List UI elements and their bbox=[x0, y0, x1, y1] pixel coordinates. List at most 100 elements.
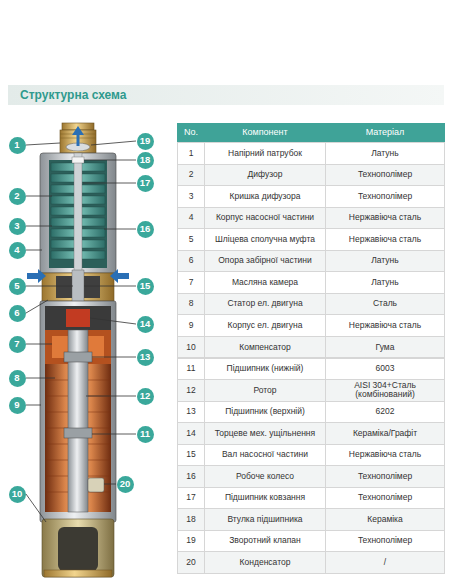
callout-circle: 14 bbox=[137, 316, 154, 333]
table-text: 19 bbox=[186, 536, 195, 545]
callout-number: 15 bbox=[140, 281, 151, 291]
table-cell: 8 bbox=[177, 293, 205, 316]
callout-circle: 10 bbox=[9, 486, 26, 503]
callout-circle: 12 bbox=[137, 388, 154, 405]
table-cell: Компенсатор bbox=[204, 336, 326, 359]
callout-number: 4 bbox=[14, 245, 19, 255]
table-cell: Нержавіюча сталь bbox=[325, 444, 445, 467]
table-text: 5 bbox=[189, 235, 194, 244]
table-cell: Торцеве мех. ущільнення bbox=[204, 422, 326, 445]
table-cell: Латунь bbox=[325, 142, 445, 165]
callout-number: 12 bbox=[140, 391, 151, 401]
table-text: Ротор bbox=[253, 386, 276, 395]
table-cell: 16 bbox=[177, 465, 205, 488]
table-cell: 9 bbox=[177, 314, 205, 337]
callout-number: 8 bbox=[14, 373, 19, 383]
table-cell: Статор ел. двигуна bbox=[204, 293, 326, 316]
table-text: 4 bbox=[189, 213, 194, 222]
table-text: Зворотний клапан bbox=[229, 536, 301, 545]
table-text: Латунь bbox=[371, 149, 398, 158]
title-band: Структурна схема bbox=[8, 85, 444, 105]
table-text: Технополімер bbox=[358, 192, 412, 201]
callout-circle: 4 bbox=[9, 242, 26, 259]
table-cell: 12 bbox=[177, 379, 205, 402]
table-text: 7 bbox=[189, 278, 194, 287]
table-cell: / bbox=[325, 551, 445, 574]
callout-circle: 9 bbox=[9, 397, 26, 414]
table-cell: Дифузор bbox=[204, 164, 326, 187]
table-cell: Технополімер bbox=[325, 465, 445, 488]
callout-circle: 1 bbox=[9, 137, 26, 154]
table-text: 3 bbox=[189, 192, 194, 201]
table-cell: Латунь bbox=[325, 271, 445, 294]
table-cell: Нержавіюча сталь bbox=[325, 228, 445, 251]
table-cell: Кераміка/Графіт bbox=[325, 422, 445, 445]
table-text: 18 bbox=[186, 515, 195, 524]
table-text: Напірний патрубок bbox=[228, 149, 302, 158]
table-text: Латунь bbox=[371, 256, 398, 265]
table-cell: Корпус насосної частини bbox=[204, 207, 326, 230]
table-cell: Корпус ел. двигуна bbox=[204, 314, 326, 337]
table-text: Вал насосної частини bbox=[222, 450, 308, 459]
table-cell: Підшипник (верхній) bbox=[204, 401, 326, 424]
table-text: 14 bbox=[186, 429, 195, 438]
table-text: Корпус ел. двигуна bbox=[228, 321, 303, 330]
callout-number: 19 bbox=[140, 136, 151, 146]
table-text: Шліцева сполучна муфта bbox=[215, 235, 315, 244]
callout-circle: 15 bbox=[137, 278, 154, 295]
table-text: Торцеве мех. ущільнення bbox=[215, 429, 315, 438]
table-text: / bbox=[384, 558, 386, 567]
table-text: Робоче колесо bbox=[236, 472, 294, 481]
table-text: Масляна камера bbox=[232, 278, 298, 287]
table-cell: Конденсатор bbox=[204, 551, 326, 574]
table-cell: 3 bbox=[177, 185, 205, 208]
callout-number: 11 bbox=[140, 429, 150, 439]
table-text: Латунь bbox=[371, 278, 398, 287]
table-cell: 10 bbox=[177, 336, 205, 359]
table-text: 6003 bbox=[376, 364, 395, 373]
callout-number: 18 bbox=[140, 155, 151, 165]
table-cell: Масляна камера bbox=[204, 271, 326, 294]
callout-number: 9 bbox=[14, 400, 19, 410]
callout-circle: 8 bbox=[9, 370, 26, 387]
table-text: 6 bbox=[189, 256, 194, 265]
table-cell: Робоче колесо bbox=[204, 465, 326, 488]
table-text: 10 bbox=[186, 343, 195, 352]
leader-line bbox=[26, 141, 136, 522]
table-header-cell: Матеріал bbox=[325, 123, 445, 143]
table-header-cell: No. bbox=[177, 123, 205, 143]
callout-number: 13 bbox=[140, 352, 151, 362]
callout-circle: 16 bbox=[137, 221, 154, 238]
table-cell: Вал насосної частини bbox=[204, 444, 326, 467]
table-cell: Напірний патрубок bbox=[204, 142, 326, 165]
callout-circle: 2 bbox=[9, 188, 26, 205]
table-cell: 4 bbox=[177, 207, 205, 230]
table-cell: Нержавіюча сталь bbox=[325, 314, 445, 337]
table-text: 2 bbox=[189, 170, 194, 179]
table-text: Статор ел. двигуна bbox=[227, 299, 302, 308]
callout-number: 5 bbox=[14, 281, 19, 291]
table-text: 15 bbox=[186, 450, 195, 459]
table-text: Корпус насосної частини bbox=[216, 213, 314, 222]
table-text: 8 bbox=[189, 299, 194, 308]
table-text: Дифузор bbox=[248, 170, 283, 179]
table-text: 6202 bbox=[376, 407, 395, 416]
table-cell: Опора забірної частини bbox=[204, 250, 326, 273]
table-text: 12 bbox=[186, 386, 195, 395]
table-cell: 6 bbox=[177, 250, 205, 273]
table-text: 9 bbox=[189, 321, 194, 330]
table-cell: Зворотний клапан bbox=[204, 530, 326, 553]
callout-circle: 11 bbox=[137, 426, 154, 443]
table-cell: Втулка підшипника bbox=[204, 508, 326, 531]
table-cell: 18 bbox=[177, 508, 205, 531]
table-text: Підшипник (верхній) bbox=[225, 407, 305, 416]
table-text: Сталь bbox=[373, 299, 397, 308]
table-text: Гума bbox=[376, 343, 395, 352]
table-cell: Сталь bbox=[325, 293, 445, 316]
table-cell: Технополімер bbox=[325, 164, 445, 187]
table-cell: Ротор bbox=[204, 379, 326, 402]
callout-number: 16 bbox=[140, 224, 151, 234]
table-cell: 2 bbox=[177, 164, 205, 187]
callout-circle: 19 bbox=[137, 133, 154, 150]
callout-circle: 3 bbox=[9, 218, 26, 235]
